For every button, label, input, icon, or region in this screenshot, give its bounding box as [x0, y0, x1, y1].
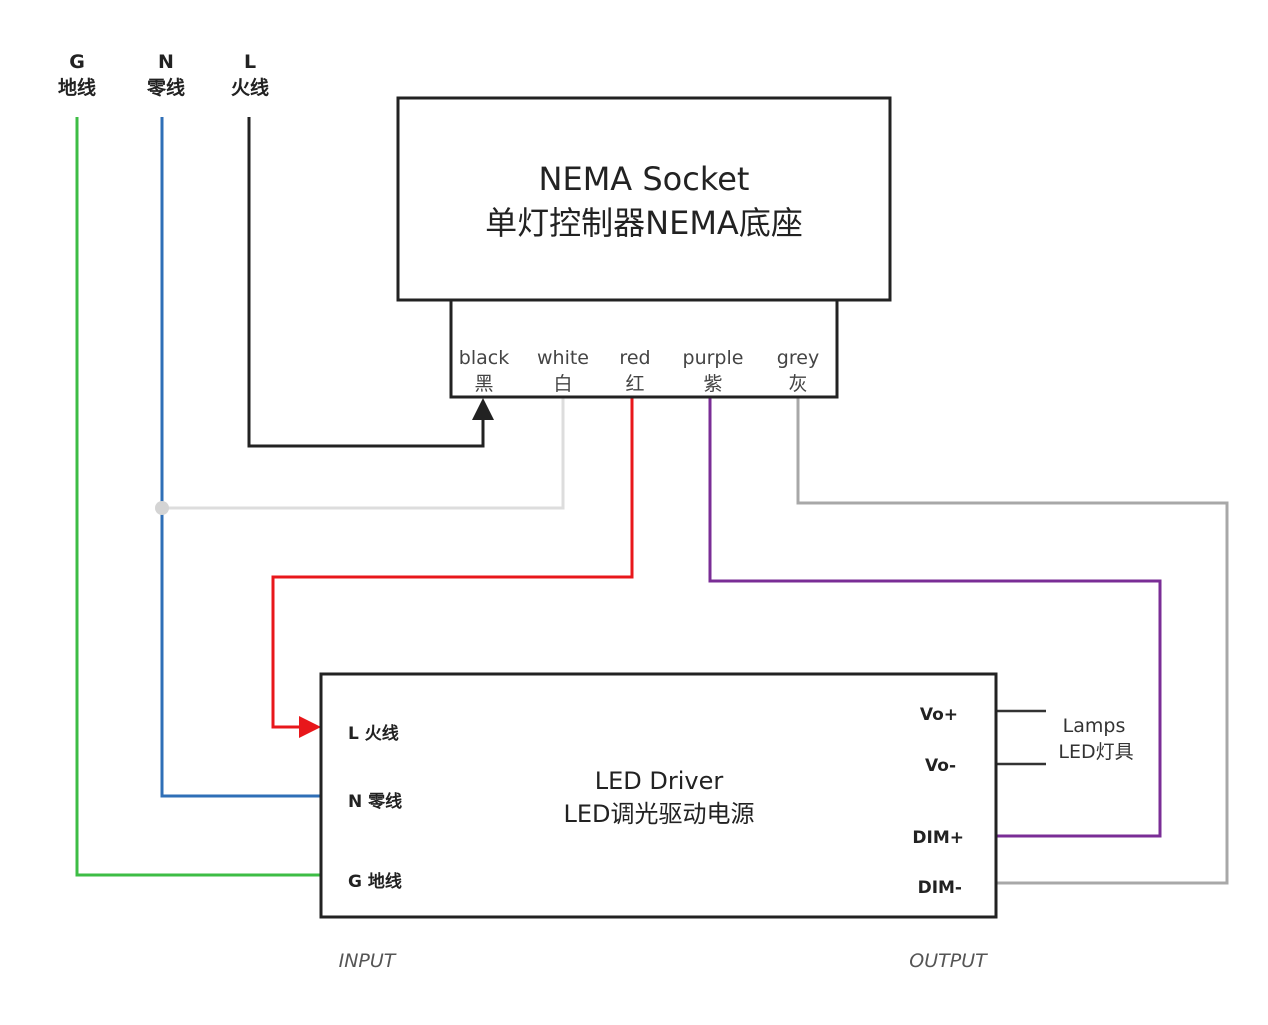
- socket-title-en: NEMA Socket: [539, 160, 750, 198]
- wires: [75, 117, 1229, 885]
- terminal-black-en: black: [459, 347, 509, 369]
- purple-wire: [708, 398, 1162, 838]
- neutral-code: N: [158, 51, 174, 73]
- terminal-red-en: red: [619, 347, 650, 369]
- input-live-label: L 火线: [348, 723, 399, 744]
- live-wire: [247, 117, 485, 448]
- red-wire: [271, 398, 634, 729]
- socket-body: [396, 96, 892, 302]
- terminal-black-cn: 黑: [474, 373, 493, 395]
- driver-title-cn: LED调光驱动电源: [563, 800, 754, 828]
- input-ground-label: G 地线: [348, 871, 402, 892]
- mains-labels: G 地线 N 零线 L 火线: [58, 51, 269, 99]
- terminal-white-cn: 白: [553, 373, 572, 395]
- output-vo-plus-label: Vo+: [920, 705, 958, 725]
- output-caption: OUTPUT: [909, 950, 988, 972]
- nema-socket: NEMA Socket 单灯控制器NEMA底座 black 黑 white 白 …: [396, 96, 892, 399]
- live-code: L: [244, 51, 256, 73]
- driver-title-en: LED Driver: [595, 767, 724, 795]
- driver-body: [319, 672, 998, 919]
- output-dim-plus-label: DIM+: [912, 828, 964, 848]
- neutral-cn: 零线: [146, 76, 185, 99]
- terminal-purple-en: purple: [683, 347, 744, 369]
- ground-wire: [75, 117, 321, 877]
- input-neutral-label: N 零线: [348, 791, 402, 812]
- output-vo-minus-label: Vo-: [925, 756, 956, 776]
- live-arrow-head: [472, 398, 494, 420]
- ground-code: G: [69, 51, 85, 73]
- socket-title-cn: 单灯控制器NEMA底座: [485, 204, 803, 242]
- neutral-wire: [160, 117, 321, 798]
- terminal-purple-cn: 紫: [703, 373, 722, 395]
- led-driver: LED Driver LED调光驱动电源 L 火线 N 零线 G 地线 Vo+ …: [319, 672, 998, 919]
- neutral-junction-dot: [155, 501, 169, 515]
- terminal-grey-en: grey: [777, 347, 819, 369]
- red-arrow-head: [299, 716, 321, 738]
- lamps-label-cn: LED灯具: [1058, 741, 1133, 763]
- terminal-grey-cn: 灰: [788, 373, 807, 395]
- terminal-white-en: white: [537, 347, 589, 369]
- grey-wire: [796, 398, 1229, 885]
- lamps-label-en: Lamps: [1063, 715, 1126, 737]
- ground-cn: 地线: [58, 76, 96, 99]
- live-cn: 火线: [231, 76, 269, 99]
- socket-terminal-block: [449, 298, 839, 399]
- terminal-red-cn: 红: [625, 373, 644, 395]
- white-wire: [162, 398, 565, 510]
- output-dim-minus-label: DIM-: [918, 878, 962, 898]
- input-caption: INPUT: [339, 950, 397, 972]
